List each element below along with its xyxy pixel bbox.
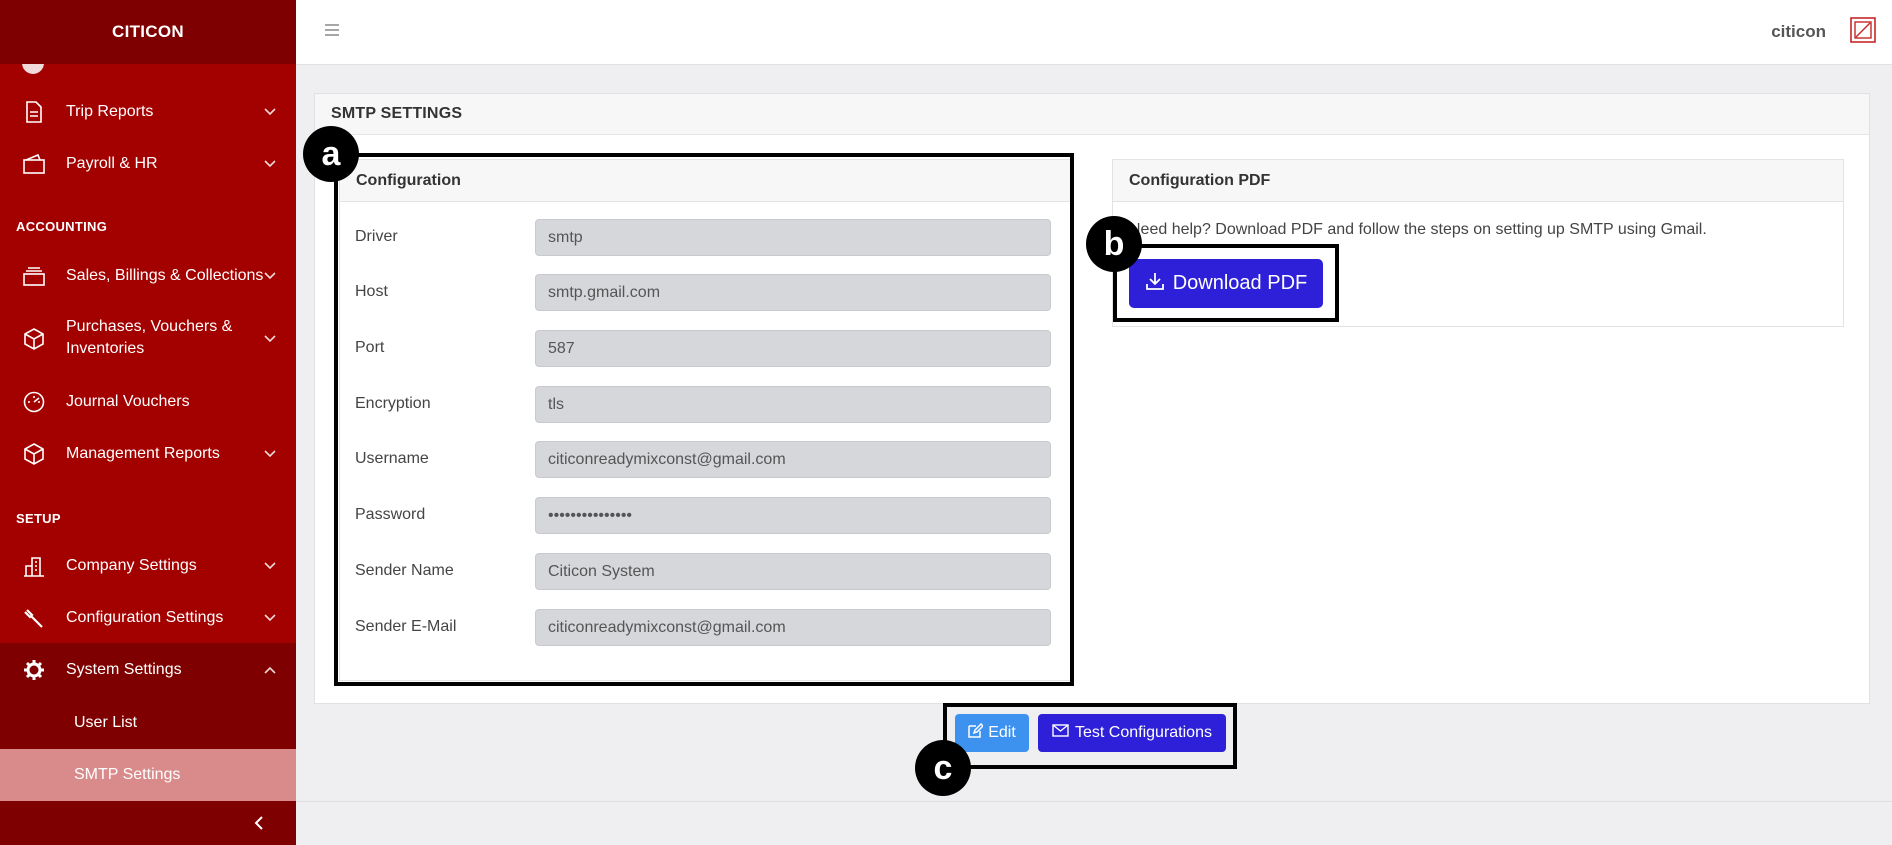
configuration-pdf-title: Configuration PDF [1129, 172, 1271, 189]
menu-icon[interactable] [324, 22, 340, 38]
chevron-down-icon [262, 446, 278, 462]
building-icon [22, 554, 46, 578]
pdf-help-text: Need help? Download PDF and follow the s… [1129, 221, 1707, 238]
annotation-badge-b: b [1086, 216, 1142, 272]
gauge-icon [22, 390, 46, 414]
edit-label: Edit [988, 724, 1016, 741]
sidebar-subitem-label: SMTP Settings [74, 766, 181, 783]
sidebar-item-payroll-hr[interactable]: Payroll & HR [0, 152, 296, 176]
box-icon [22, 442, 46, 466]
wrench-icon [22, 606, 46, 630]
sidebar-item-label: Company Settings [66, 557, 197, 574]
port-field[interactable] [535, 330, 1051, 367]
footer-divider [296, 801, 1892, 802]
port-label: Port [355, 339, 385, 356]
sidebar-item-label: Management Reports [66, 445, 220, 462]
edit-button[interactable]: Edit [955, 714, 1029, 752]
chevron-down-icon [262, 558, 278, 574]
download-pdf-button[interactable]: Download PDF [1129, 259, 1323, 308]
topbar: citicon [296, 0, 1892, 65]
card-header: SMTP SETTINGS [315, 94, 1869, 135]
section-title-accounting: ACCOUNTING [16, 219, 108, 234]
envelope-icon [1052, 724, 1069, 742]
sidebar-item-sales[interactable]: Sales, Billings & Collections [0, 264, 296, 288]
sidebar-item-label: Journal Vouchers [66, 393, 190, 410]
box-icon [22, 327, 46, 351]
configuration-title: Configuration [356, 172, 461, 189]
chevron-down-icon [262, 610, 278, 626]
download-pdf-label: Download PDF [1172, 272, 1308, 294]
sidebar-item-label: Sales, Billings & Collections [66, 267, 264, 284]
chevron-up-icon [262, 662, 278, 678]
sidebar-subitem-smtp-settings[interactable]: SMTP Settings [0, 749, 296, 801]
chevron-down-icon [262, 268, 278, 284]
sidebar-item-purchases[interactable]: Purchases, Vouchers & Inventories [0, 316, 296, 362]
sidebar-subitem-label: User List [74, 714, 138, 731]
driver-label: Driver [355, 228, 398, 245]
download-icon [1145, 271, 1165, 297]
encryption-field[interactable] [535, 386, 1051, 423]
sidebar-item-label: System Settings [66, 661, 182, 678]
test-configurations-button[interactable]: Test Configurations [1038, 714, 1226, 752]
chevron-left-icon[interactable] [252, 815, 268, 831]
sidebar-item-label: Configuration Settings [66, 609, 224, 626]
annotation-badge-c: c [915, 740, 971, 796]
sidebar-item-system-settings[interactable]: System Settings [0, 658, 296, 682]
page-title: SMTP SETTINGS [331, 105, 463, 122]
test-configurations-label: Test Configurations [1075, 724, 1212, 741]
annotation-box-c [943, 703, 1237, 769]
configuration-header: Configuration [340, 160, 1070, 202]
host-label: Host [355, 283, 388, 300]
sidebar-item-label: Trip Reports [66, 103, 154, 120]
username-field[interactable] [535, 441, 1051, 478]
encryption-label: Encryption [355, 395, 431, 412]
section-title-setup: SETUP [16, 511, 61, 526]
wallet-icon [22, 152, 46, 176]
username-label: Username [355, 450, 429, 467]
edit-icon [968, 722, 985, 743]
sidebar-item-trip-reports[interactable]: Trip Reports [0, 100, 296, 124]
sidebar-subitem-user-list[interactable]: User List [0, 697, 296, 749]
chevron-down-icon [262, 156, 278, 172]
sidebar: CITICON Trip Reports Payroll & HR ACCOUN… [0, 0, 296, 845]
sidebar-item-company-settings[interactable]: Company Settings [0, 554, 296, 578]
system-settings-group: System Settings User List SMTP Settings [0, 643, 296, 801]
stack-icon [22, 264, 46, 288]
password-field[interactable] [535, 497, 1051, 534]
sidebar-item-label: Payroll & HR [66, 155, 158, 172]
driver-field[interactable] [535, 219, 1051, 256]
sidebar-item-label: Purchases, Vouchers & [66, 318, 233, 335]
sidebar-collapse-bar[interactable] [0, 801, 296, 845]
sidebar-item-configuration-settings[interactable]: Configuration Settings [0, 606, 296, 630]
sidebar-item-label: Inventories [66, 340, 145, 357]
sidebar-item-journal-vouchers[interactable]: Journal Vouchers [0, 390, 296, 414]
gear-icon [22, 658, 46, 682]
file-icon [22, 100, 46, 124]
host-field[interactable] [535, 274, 1051, 311]
configuration-pdf-header: Configuration PDF [1113, 160, 1843, 202]
sender-name-label: Sender Name [355, 562, 454, 579]
avatar-icon[interactable] [1850, 17, 1876, 43]
sidebar-item-management-reports[interactable]: Management Reports [0, 442, 296, 466]
chevron-down-icon [262, 104, 278, 120]
sender-email-field[interactable] [535, 609, 1051, 646]
brand-logo[interactable]: CITICON [0, 0, 296, 64]
annotation-box-a [334, 153, 1074, 686]
annotation-badge-a: a [303, 126, 359, 182]
sender-name-field[interactable] [535, 553, 1051, 590]
password-label: Password [355, 506, 426, 523]
sender-email-label: Sender E-Mail [355, 618, 457, 635]
chevron-down-icon [262, 331, 278, 347]
user-name[interactable]: citicon [1771, 22, 1826, 41]
annotation-box-b [1113, 244, 1339, 322]
